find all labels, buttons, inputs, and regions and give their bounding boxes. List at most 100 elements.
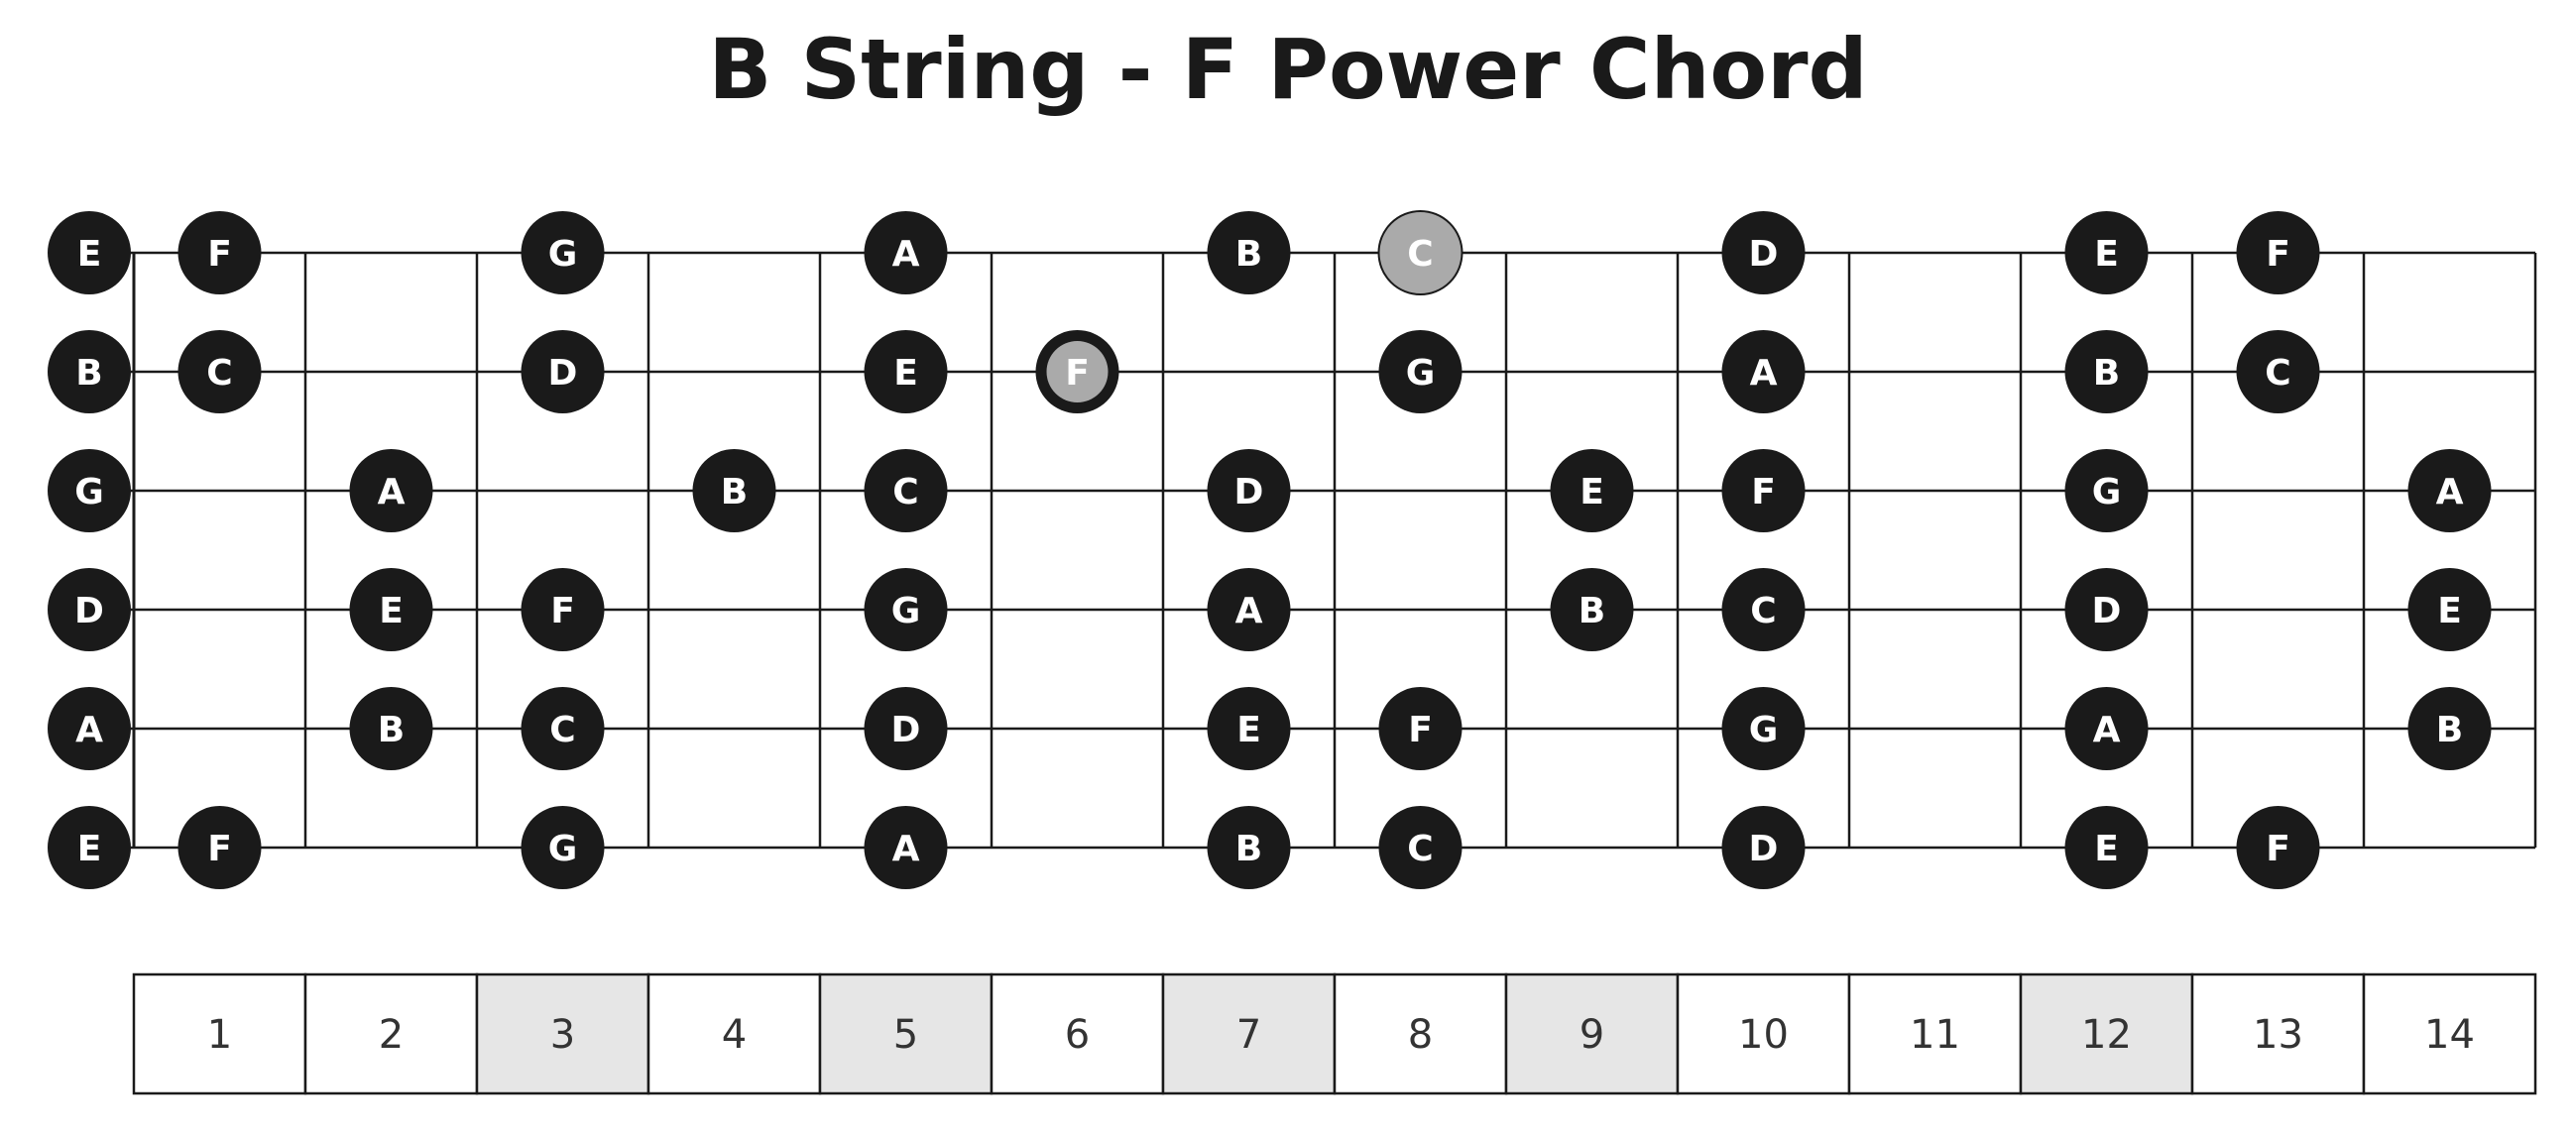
note-label: C bbox=[1407, 829, 1433, 869]
note-label: G bbox=[2092, 472, 2122, 513]
note-label: G bbox=[548, 829, 578, 869]
note-dot: F bbox=[521, 568, 605, 651]
note-label: F bbox=[2266, 829, 2290, 869]
note-dot: B bbox=[692, 449, 776, 532]
dot-circle bbox=[1721, 211, 1806, 294]
dot-circle bbox=[2064, 211, 2149, 294]
dot-circle bbox=[48, 687, 131, 770]
note-label: G bbox=[1749, 710, 1779, 750]
note-label: A bbox=[2436, 472, 2464, 513]
fret-number: 12 bbox=[2081, 1012, 2132, 1058]
fret-number-cell bbox=[1676, 972, 1851, 1095]
note-label: D bbox=[891, 710, 921, 750]
note-dot: C bbox=[521, 687, 605, 770]
dot-circle bbox=[521, 568, 605, 651]
note-label: A bbox=[892, 829, 920, 869]
note-dot: E bbox=[48, 211, 131, 294]
highlight-dot bbox=[1046, 341, 1109, 402]
note-dot: D bbox=[48, 568, 131, 651]
note-label: B bbox=[1235, 234, 1262, 275]
note-dot: C bbox=[1378, 806, 1463, 889]
note-label: E bbox=[379, 591, 404, 631]
note-dot: D bbox=[521, 330, 605, 413]
note-dot: B bbox=[2064, 330, 2149, 413]
note-dot: G bbox=[864, 568, 948, 651]
note-label: C bbox=[2265, 353, 2290, 394]
note-dot: G bbox=[1721, 687, 1806, 770]
note-dot: G bbox=[48, 449, 131, 532]
note-label: C bbox=[1750, 591, 1776, 631]
note-dot: B bbox=[1550, 568, 1634, 651]
dot-circle bbox=[1378, 806, 1463, 889]
note-dot: E bbox=[864, 330, 948, 413]
fretboard-grid bbox=[89, 251, 2537, 850]
note-label: C bbox=[206, 353, 232, 394]
note-label: F bbox=[207, 829, 232, 869]
note-label: B bbox=[378, 710, 405, 750]
note-label: D bbox=[74, 591, 104, 631]
fret-number: 6 bbox=[1065, 1012, 1090, 1058]
note-dot: E bbox=[1550, 449, 1634, 532]
dot-circle bbox=[349, 449, 433, 532]
dot-circle bbox=[177, 330, 262, 413]
note-label: B bbox=[2436, 710, 2463, 750]
note-label: B bbox=[1579, 591, 1605, 631]
dot-circle bbox=[48, 568, 131, 651]
dot-circle bbox=[864, 806, 948, 889]
dot-circle bbox=[1721, 806, 1806, 889]
note-label: D bbox=[1749, 829, 1779, 869]
fret-number-cell bbox=[1847, 972, 2023, 1095]
note-label: C bbox=[1407, 234, 1433, 275]
fret-number: 8 bbox=[1408, 1012, 1433, 1058]
fret-number: 4 bbox=[722, 1012, 747, 1058]
note-dot: B bbox=[1207, 211, 1291, 294]
note-label: B bbox=[1235, 829, 1262, 869]
note-label: E bbox=[2094, 829, 2119, 869]
note-dot: B bbox=[1207, 806, 1291, 889]
note-dot: E bbox=[349, 568, 433, 651]
note-dot: E bbox=[48, 806, 131, 889]
note-dot: G bbox=[521, 211, 605, 294]
note-dot: F bbox=[177, 211, 262, 294]
dot-circle bbox=[1207, 806, 1291, 889]
note-label: B bbox=[721, 472, 748, 513]
fret-number-cell bbox=[303, 972, 479, 1095]
note-label: G bbox=[1406, 353, 1436, 394]
highlight-dot bbox=[1377, 210, 1464, 295]
fret-number-cell bbox=[2019, 972, 2194, 1095]
note-label: G bbox=[74, 472, 104, 513]
note-dot: E bbox=[2064, 211, 2149, 294]
note-label: D bbox=[2092, 591, 2122, 631]
note-label: C bbox=[549, 710, 575, 750]
fret-number: 10 bbox=[1738, 1012, 1789, 1058]
fret-number: 5 bbox=[893, 1012, 918, 1058]
dot-circle bbox=[864, 687, 948, 770]
note-dot: C bbox=[2236, 330, 2320, 413]
dot-circle bbox=[2064, 806, 2149, 889]
dot-circle bbox=[1207, 449, 1291, 532]
note-dot: C bbox=[864, 449, 948, 532]
note-label: E bbox=[2437, 591, 2462, 631]
note-dot: F bbox=[177, 806, 262, 889]
dot-circle bbox=[177, 806, 262, 889]
dot-circle bbox=[692, 449, 776, 532]
note-label: A bbox=[75, 710, 103, 750]
fret-number-cell bbox=[2362, 972, 2537, 1095]
note-label: E bbox=[1236, 710, 1261, 750]
dot-circle bbox=[864, 211, 948, 294]
note-dot: A bbox=[1207, 568, 1291, 651]
fret-number: 1 bbox=[207, 1012, 232, 1058]
note-label: A bbox=[892, 234, 920, 275]
note-dot: C bbox=[177, 330, 262, 413]
dot-circle bbox=[1207, 568, 1291, 651]
note-label: B bbox=[2093, 353, 2120, 394]
fret-number: 9 bbox=[1580, 1012, 1604, 1058]
fret-number: 2 bbox=[379, 1012, 404, 1058]
dot-circle bbox=[1721, 568, 1806, 651]
fret-number-cell bbox=[2190, 972, 2366, 1095]
note-label: F bbox=[207, 234, 232, 275]
dot-circle bbox=[1550, 568, 1634, 651]
note-dot: E bbox=[2407, 568, 2492, 651]
note-dot: G bbox=[2064, 449, 2149, 532]
